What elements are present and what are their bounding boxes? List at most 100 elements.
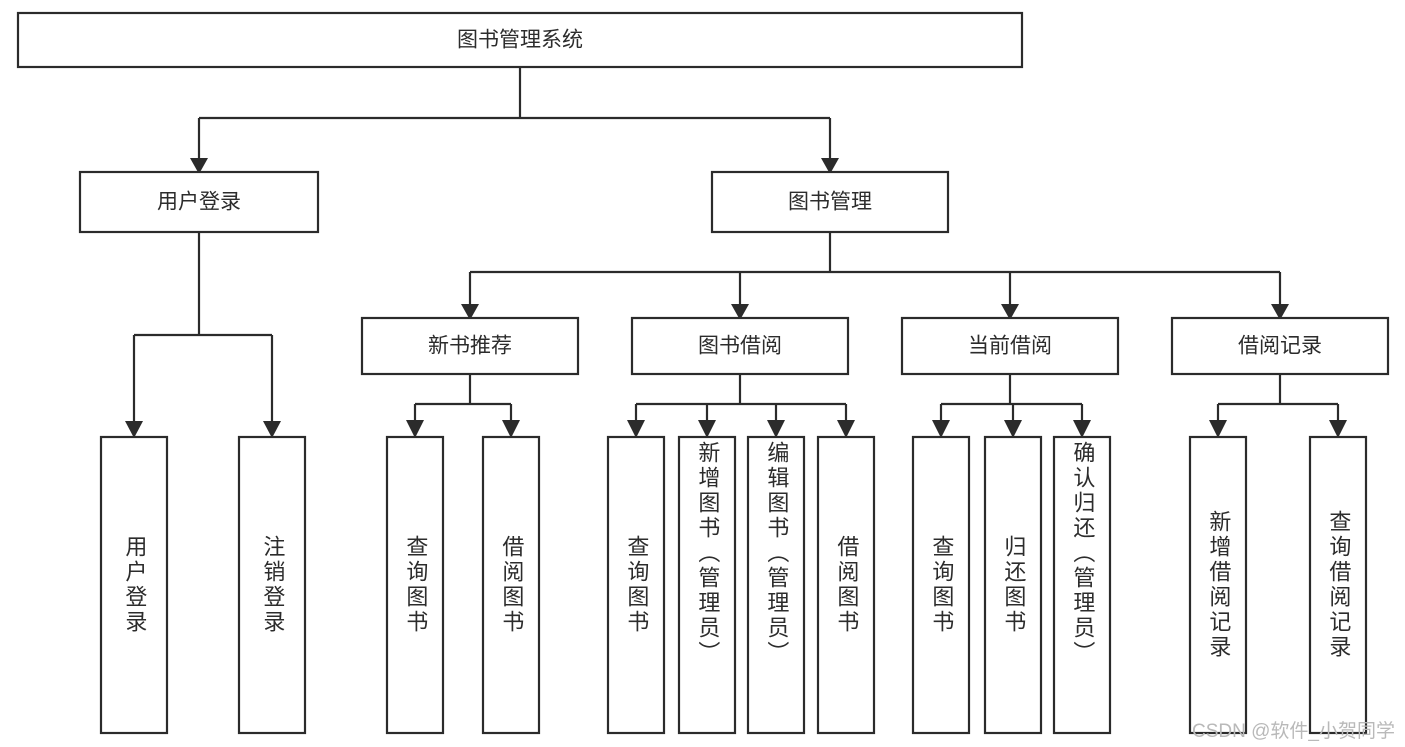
node-leaf-box[interactable] (606, 435, 666, 735)
watermark-text: CSDN @软件_小贺同学 (1192, 721, 1395, 742)
leaf-text-wrap: 新增借阅记录 (1206, 510, 1232, 660)
node-user-login-label: 用户登录 (157, 191, 241, 214)
arrow-head-icon (932, 420, 950, 438)
node-leaf-box[interactable] (99, 435, 169, 735)
arrow-head-icon (461, 304, 479, 320)
node-leaf-label: 归还图书 (1001, 535, 1027, 635)
arrow-head-icon (406, 420, 424, 438)
arrow-head-icon (263, 421, 281, 438)
node-leaf-box[interactable] (911, 435, 971, 735)
node-user-login-box[interactable] (78, 170, 320, 234)
arrow-head-icon (627, 420, 645, 438)
connector-records-trunk (1216, 374, 1340, 423)
node-leaf-query-book-3[interactable]: 查询图书 (911, 435, 971, 735)
node-leaf-query-book-1[interactable]: 查询图书 (385, 435, 445, 735)
arrow-head-icon (821, 158, 839, 174)
leaf-text-wrap: 确认归还（管理员） (1070, 441, 1096, 666)
node-borrow-records-label: 借阅记录 (1238, 335, 1322, 358)
node-book-borrow-box[interactable] (630, 316, 850, 376)
node-leaf-box[interactable] (1188, 435, 1248, 735)
node-borrow-records[interactable]: 借阅记录 (1170, 316, 1390, 376)
arrow-head-icon (1004, 420, 1022, 438)
node-leaf-box[interactable] (1052, 435, 1112, 735)
node-leaf-box[interactable] (746, 435, 806, 735)
node-leaf-user-login[interactable]: 用户登录 (99, 435, 169, 735)
node-leaf-box[interactable] (816, 435, 876, 735)
arrow-head-icon (1001, 304, 1019, 320)
arrow-head-icon (190, 158, 208, 174)
leaf-text-wrap: 查询图书 (929, 535, 955, 635)
node-leaf-add-book-admin[interactable]: 新增图书（管理员） (677, 435, 737, 735)
node-leaf-label: 查询图书 (403, 535, 429, 635)
arrow-head-icon (1073, 420, 1091, 438)
node-leaf-box[interactable] (677, 435, 737, 735)
node-leaf-add-borrow-record[interactable]: 新增借阅记录 (1188, 435, 1248, 735)
connector-layer (125, 67, 1347, 438)
node-root-box[interactable] (16, 11, 1024, 69)
leaf-text-wrap: 借阅图书 (834, 535, 860, 635)
node-user-login[interactable]: 用户登录 (78, 170, 320, 234)
node-leaf-return-book[interactable]: 归还图书 (983, 435, 1043, 735)
node-book-management[interactable]: 图书管理 (710, 170, 950, 234)
leaf-text-wrap: 查询借阅记录 (1326, 510, 1352, 660)
connector-login-trunk (132, 232, 274, 423)
node-leaf-label: 借阅图书 (499, 535, 525, 635)
connector-root-trunk (197, 67, 832, 160)
node-leaf-box[interactable] (983, 435, 1043, 735)
node-leaf-label: 新增图书（管理员） (695, 441, 721, 666)
node-current-borrow-label: 当前借阅 (968, 335, 1052, 358)
node-current-borrow[interactable]: 当前借阅 (900, 316, 1120, 376)
arrow-head-icon (1329, 420, 1347, 438)
node-leaf-edit-book-admin[interactable]: 编辑图书（管理员） (746, 435, 806, 735)
node-new-book-recommend[interactable]: 新书推荐 (360, 316, 580, 376)
leaf-text-wrap: 编辑图书（管理员） (764, 441, 790, 666)
node-leaf-borrow-book-1[interactable]: 借阅图书 (481, 435, 541, 735)
connector-borrow-trunk (634, 374, 848, 423)
arrow-head-icon (698, 420, 716, 438)
node-leaf-box[interactable] (385, 435, 445, 735)
arrow-head-icon (502, 420, 520, 438)
node-book-management-label: 图书管理 (788, 191, 872, 214)
node-borrow-records-box[interactable] (1170, 316, 1390, 376)
node-leaf-logout[interactable]: 注销登录 (237, 435, 307, 735)
node-current-borrow-box[interactable] (900, 316, 1120, 376)
node-root-label: 图书管理系统 (457, 29, 583, 52)
node-leaf-box[interactable] (481, 435, 541, 735)
node-book-management-box[interactable] (710, 170, 950, 234)
node-new-book-recommend-label: 新书推荐 (428, 335, 512, 358)
node-leaf-borrow-book-2[interactable]: 借阅图书 (816, 435, 876, 735)
leaf-text-wrap: 查询图书 (624, 535, 650, 635)
arrow-head-icon (731, 304, 749, 320)
node-book-borrow-label: 图书借阅 (698, 335, 782, 358)
leaf-text-wrap: 借阅图书 (499, 535, 525, 635)
node-leaf-label: 查询图书 (929, 535, 955, 635)
node-book-borrow[interactable]: 图书借阅 (630, 316, 850, 376)
node-new-book-recommend-box[interactable] (360, 316, 580, 376)
node-leaf-label: 注销登录 (260, 535, 286, 635)
connector-bookmgmt-trunk (468, 232, 1282, 306)
leaf-text-wrap: 归还图书 (1001, 535, 1027, 635)
node-leaf-label: 查询图书 (624, 535, 650, 635)
node-leaf-label: 编辑图书（管理员） (764, 441, 790, 666)
arrow-head-icon (1271, 304, 1289, 320)
arrow-head-icon (837, 420, 855, 438)
arrow-head-icon (767, 420, 785, 438)
node-leaf-box[interactable] (237, 435, 307, 735)
node-leaf-query-book-2[interactable]: 查询图书 (606, 435, 666, 735)
leaf-text-wrap: 查询图书 (403, 535, 429, 635)
connector-current-trunk (939, 374, 1084, 423)
arrow-head-icon (1209, 420, 1227, 438)
leaf-text-wrap: 用户登录 (122, 535, 148, 635)
node-leaf-label: 确认归还（管理员） (1070, 441, 1096, 666)
leaf-text-wrap: 注销登录 (260, 535, 286, 635)
arrow-head-icon (125, 421, 143, 438)
node-leaf-label: 新增借阅记录 (1206, 510, 1232, 660)
node-leaf-label: 查询借阅记录 (1326, 510, 1352, 660)
node-leaf-label: 借阅图书 (834, 535, 860, 635)
node-leaf-query-borrow-record[interactable]: 查询借阅记录 (1308, 435, 1368, 735)
node-root[interactable]: 图书管理系统 (16, 11, 1024, 69)
node-leaf-confirm-return-admin[interactable]: 确认归还（管理员） (1052, 435, 1112, 735)
node-leaf-box[interactable] (1308, 435, 1368, 735)
node-leaf-label: 用户登录 (122, 535, 148, 635)
